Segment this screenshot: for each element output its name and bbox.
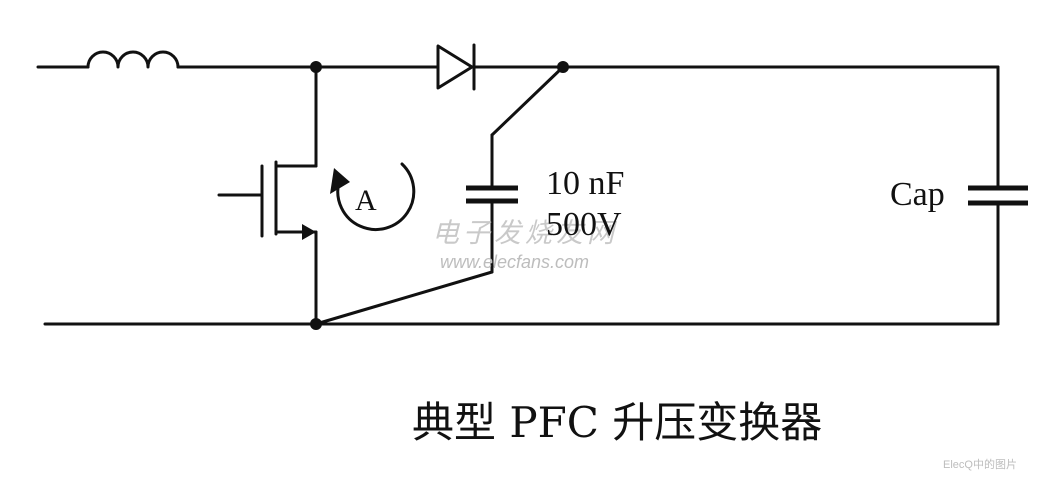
snubber-wire-upper — [490, 65, 565, 137]
current-loop-arrow — [330, 162, 416, 232]
snubber-capacitor — [466, 185, 518, 204]
watermark-url: www.elecfans.com — [440, 252, 589, 272]
snubber-cap-rating: 500V — [546, 206, 622, 243]
output-capacitor — [968, 185, 1028, 206]
output-cap-label: Cap — [890, 176, 945, 213]
inductor — [36, 50, 180, 69]
node-source — [310, 318, 322, 330]
snubber-wire-return — [314, 270, 494, 326]
loop-label: A — [355, 184, 377, 217]
diagram-caption: 典型 PFC 升压变换器 — [412, 398, 822, 447]
snubber-cap-value: 10 nF — [546, 165, 624, 202]
corner-watermark: ElecQ中的图片 — [943, 457, 1017, 471]
mosfet — [217, 160, 318, 240]
node-cathode — [557, 61, 569, 73]
watermark-cn: 电子发烧友网 — [432, 218, 618, 249]
node-drain — [310, 61, 322, 73]
boost-diode — [436, 43, 476, 91]
